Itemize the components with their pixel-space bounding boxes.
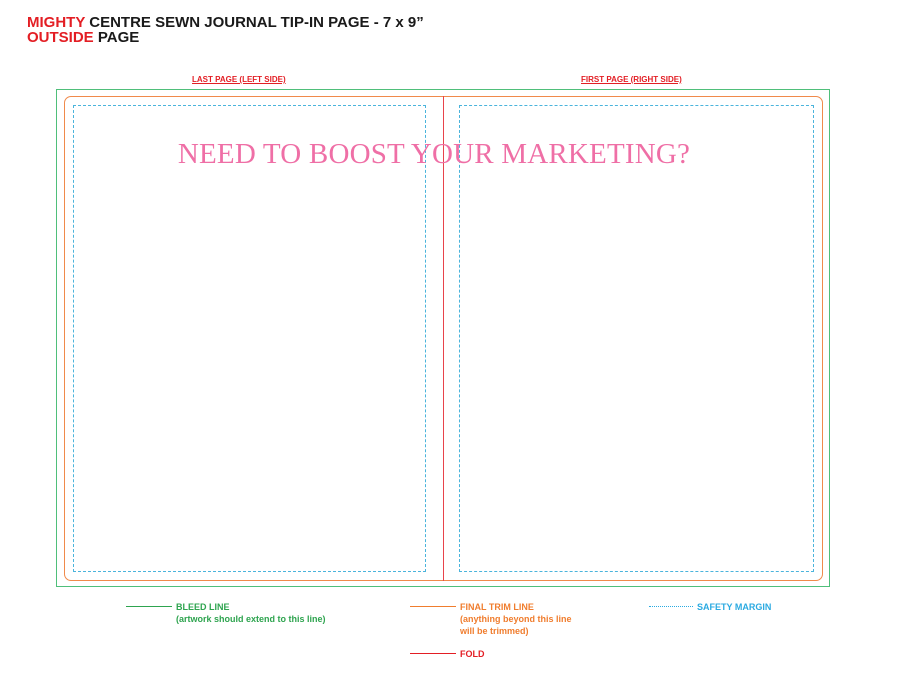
safety-margin-left (73, 105, 426, 572)
safety-swatch (649, 606, 693, 607)
last-page-label: LAST PAGE (LEFT SIDE) (192, 75, 286, 84)
legend-trim-title: FINAL TRIM LINE (460, 602, 534, 612)
legend-fold-title: FOLD (460, 649, 485, 659)
headline-text: NEED TO BOOST YOUR MARKETING? (177, 138, 691, 170)
side-label: OUTSIDE (27, 29, 94, 46)
first-page-label: FIRST PAGE (RIGHT SIDE) (581, 75, 682, 84)
trim-swatch (410, 606, 456, 607)
legend-safety-margin: SAFETY MARGIN (649, 601, 772, 613)
legend-final-trim: FINAL TRIM LINE (anything beyond this li… (410, 601, 572, 637)
legend-fold: FOLD (410, 648, 485, 660)
bleed-line-box (56, 89, 830, 587)
template-header: MIGHTY CENTRE SEWN JOURNAL TIP-IN PAGE -… (27, 15, 424, 45)
legend-bleed-line: BLEED LINE (artwork should extend to thi… (126, 601, 326, 625)
legend-bleed-title: BLEED LINE (176, 602, 230, 612)
template-title: CENTRE SEWN JOURNAL TIP-IN PAGE - 7 x 9” (85, 14, 424, 31)
legend-bleed-note: (artwork should extend to this line) (176, 614, 326, 624)
side-label-suffix: PAGE (93, 29, 140, 46)
legend-trim-note-1: (anything beyond this line (460, 614, 572, 624)
legend-safety-title: SAFETY MARGIN (697, 602, 772, 612)
bleed-swatch (126, 606, 172, 607)
safety-margin-right (459, 105, 814, 572)
title-line-2: OUTSIDE PAGE (27, 30, 424, 45)
legend-trim-note-2: will be trimmed) (460, 626, 529, 636)
fold-swatch (410, 653, 456, 654)
fold-line (443, 96, 444, 581)
brand-name: MIGHTY (27, 14, 86, 31)
title-line-1: MIGHTY CENTRE SEWN JOURNAL TIP-IN PAGE -… (27, 15, 424, 30)
